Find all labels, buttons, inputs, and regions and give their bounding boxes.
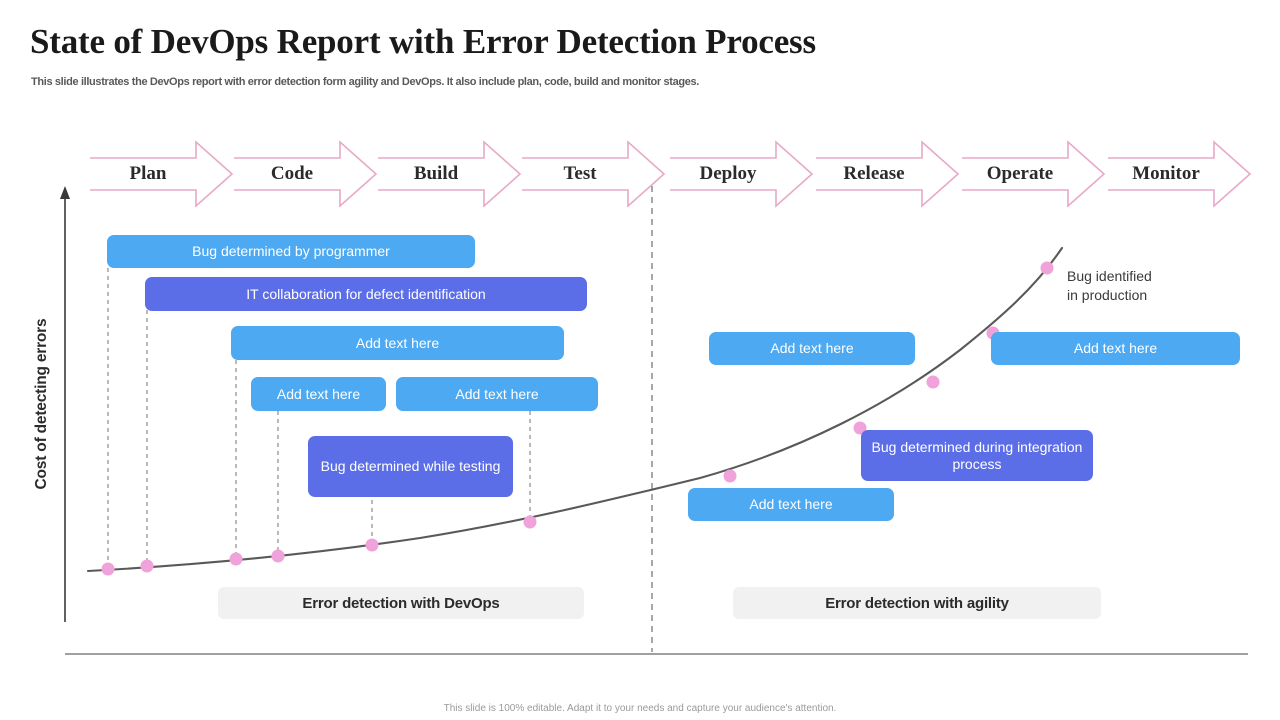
stage-label: Deploy [699, 163, 757, 184]
info-box-add-text-right-small[interactable]: Add text here [396, 377, 598, 411]
info-box-label: Add text here [455, 385, 539, 402]
info-box-label: Add text here [1073, 340, 1158, 356]
stage-arrow-test[interactable]: Test [520, 138, 666, 210]
info-box-add-text-bottom-right[interactable]: Add text here [688, 488, 894, 521]
legend-pill-agility[interactable]: Error detection with agility [733, 587, 1101, 619]
chevron-arrow-icon [378, 140, 522, 208]
info-box-label: Add text here [355, 334, 440, 351]
info-box-label: IT collaboration for defect identificati… [246, 285, 486, 302]
stage-arrow-deploy[interactable]: Deploy [668, 138, 814, 210]
connector-leaders [107, 268, 531, 568]
y-axis-label: Cost of detecting errors [33, 318, 50, 490]
stage-arrow-plan[interactable]: Plan [88, 138, 234, 210]
footer-note: This slide is 100% editable. Adapt it to… [443, 703, 837, 714]
page-subtitle: This slide illustrates the DevOps report… [31, 76, 699, 88]
data-point [723, 469, 737, 483]
stage-arrow-monitor[interactable]: Monitor [1106, 138, 1252, 210]
info-box-label: Bug determined while testing [320, 458, 501, 474]
chevron-arrow-icon [962, 140, 1106, 208]
chevron-arrow-icon [234, 140, 378, 208]
stage-arrow-build[interactable]: Build [376, 138, 522, 210]
stage-label: Monitor [1132, 163, 1200, 184]
chevron-arrow-icon [816, 140, 960, 208]
legend-pill-devops[interactable]: Error detection with DevOps [218, 587, 584, 619]
stage-arrow-code[interactable]: Code [232, 138, 378, 210]
info-box-label: Add text here [276, 385, 361, 402]
info-box-label: Add text here [749, 496, 833, 512]
info-box-add-text-left-small[interactable]: Add text here [251, 377, 386, 411]
data-point [1040, 261, 1054, 275]
legend-pill-label: Error detection with agility [825, 594, 1009, 612]
stage-label: Plan [129, 163, 167, 184]
chevron-arrow-icon [1108, 140, 1252, 208]
info-box-bug-determined-integration[interactable]: Bug determined during integration proces… [861, 430, 1093, 481]
info-box-add-text-build[interactable]: Add text here [231, 326, 564, 360]
info-box-label: Add text here [770, 340, 854, 356]
data-point [523, 515, 537, 529]
stage-label: Release [843, 163, 905, 184]
page-title: State of DevOps Report with Error Detect… [30, 22, 816, 61]
data-point [229, 552, 243, 566]
info-box-bug-determined-while-testing[interactable]: Bug determined while testing [308, 436, 513, 497]
stage-arrow-operate[interactable]: Operate [960, 138, 1106, 210]
chevron-arrow-icon [670, 140, 814, 208]
info-box-add-text-deploy[interactable]: Add text here [709, 332, 915, 365]
stage-label: Build [413, 163, 459, 184]
stage-arrow-row: Plan Code Build Test Deploy [0, 138, 1280, 210]
info-box-bug-determined-by-programmer[interactable]: Bug determined by programmer [107, 235, 475, 268]
y-axis [60, 186, 70, 622]
data-point [140, 559, 154, 573]
annotation-bug-identified-in-production: Bug identified in production [1067, 248, 1152, 305]
stage-label: Code [270, 163, 314, 184]
annotation-label: Bug identified in production [1067, 268, 1152, 303]
chevron-arrow-icon [522, 140, 666, 208]
chevron-arrow-icon [90, 140, 234, 208]
info-box-add-text-operate[interactable]: Add text here [991, 332, 1240, 365]
data-point [101, 562, 115, 576]
legend-pill-label: Error detection with DevOps [302, 594, 500, 612]
data-point [926, 375, 940, 389]
info-box-label: Bug determined by programmer [192, 243, 390, 259]
stage-label: Test [563, 163, 597, 184]
info-box-label: Bug determined during integration proces… [871, 438, 1083, 472]
info-box-it-collaboration[interactable]: IT collaboration for defect identificati… [145, 277, 587, 311]
stage-arrow-release[interactable]: Release [814, 138, 960, 210]
stage-label: Operate [986, 163, 1054, 184]
data-point [365, 538, 379, 552]
data-point [271, 549, 285, 563]
